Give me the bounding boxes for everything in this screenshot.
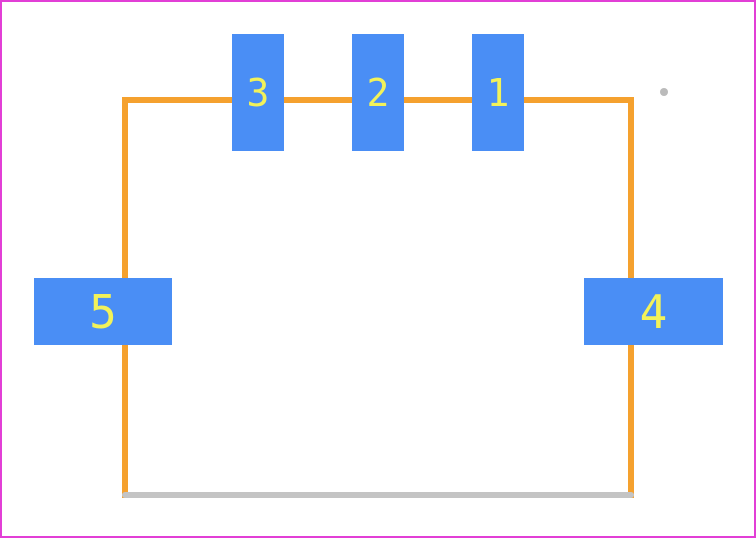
pad-4[interactable]: 4 [584, 278, 723, 345]
pad-3[interactable]: 3 [232, 34, 284, 151]
origin-marker [660, 88, 668, 96]
pad-1[interactable]: 1 [472, 34, 524, 151]
silkscreen-top-right [524, 97, 634, 498]
pad-5-label: 5 [89, 284, 117, 339]
pad-2-label: 2 [366, 70, 390, 115]
pad-3-label: 3 [246, 70, 270, 115]
pad-1-label: 1 [486, 70, 510, 115]
pad-5[interactable]: 5 [34, 278, 172, 345]
silkscreen-top-left [122, 97, 232, 498]
pad-2[interactable]: 2 [352, 34, 404, 151]
pad-4-label: 4 [639, 284, 668, 339]
